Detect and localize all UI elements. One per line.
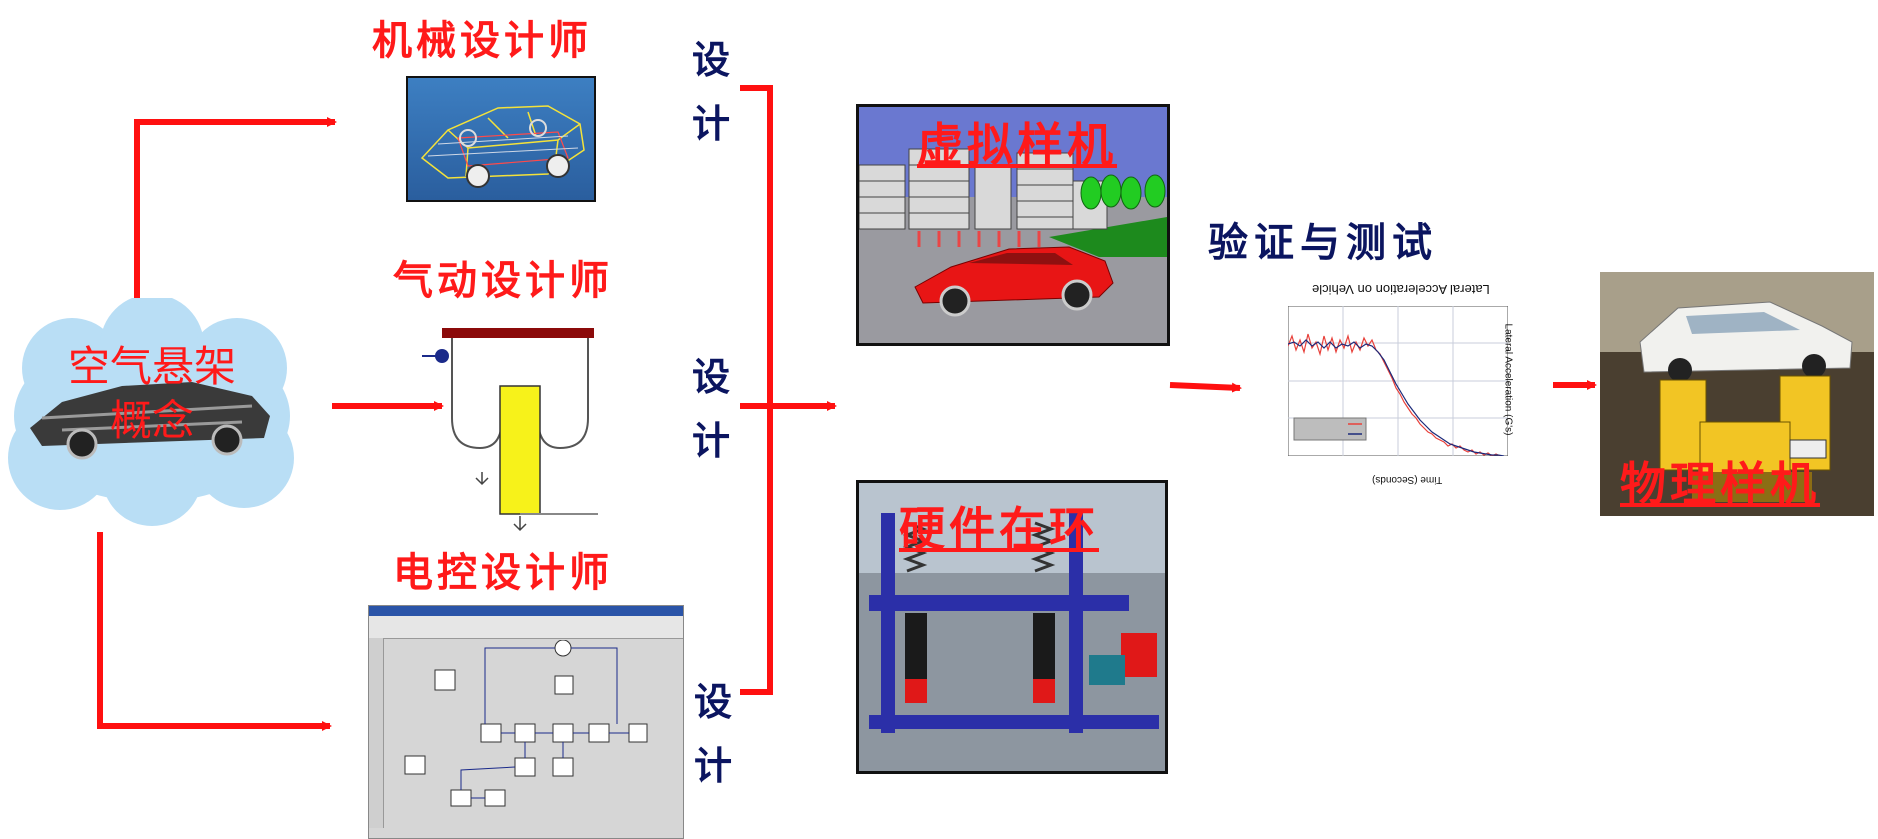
cloud-shape bbox=[8, 294, 294, 526]
chart-plot bbox=[1288, 306, 1508, 456]
design-bracket bbox=[740, 85, 773, 695]
concept-label: 空气悬架 概念 bbox=[32, 340, 272, 448]
physical-rig-scene bbox=[1600, 272, 1874, 516]
physical-prototype-image: 物理样机 bbox=[1600, 272, 1874, 516]
lateral-acceleration-chart: Lateral Acceleration on Vehicle Time (Se… bbox=[1268, 278, 1558, 496]
design-label-bottom: 设 计 bbox=[693, 679, 732, 788]
series-model bbox=[1288, 339, 1505, 456]
block-diagram bbox=[404, 640, 648, 807]
virtual-prototype-label: 虚拟样机 bbox=[917, 118, 1117, 172]
simulink-screenshot bbox=[368, 605, 684, 839]
wireframe-car-icon bbox=[420, 105, 585, 188]
arrow-to-electronic bbox=[97, 532, 332, 731]
chart-x-label: Time (Seconds) bbox=[1372, 474, 1443, 485]
verification-label: 验证与测试 bbox=[1208, 219, 1438, 266]
screenshot-menubar bbox=[369, 616, 683, 639]
screenshot-toolbar bbox=[369, 638, 384, 828]
legend-box bbox=[1293, 417, 1367, 441]
series-measured bbox=[1288, 333, 1501, 456]
hil-rig-image: 硬件在环 bbox=[856, 480, 1168, 774]
hil-label: 硬件在环 bbox=[899, 502, 1099, 556]
electronic-designer-label: 电控设计师 bbox=[393, 549, 613, 596]
hil-rig-scene bbox=[859, 483, 1165, 771]
red-sports-car bbox=[914, 246, 1114, 317]
chart-title: Lateral Acceleration on Vehicle bbox=[1312, 282, 1490, 297]
concept-cloud: 空气悬架 概念 bbox=[2, 294, 302, 528]
arrow-to-mechanical bbox=[134, 117, 337, 298]
pneumatic-designer-label: 气动设计师 bbox=[393, 257, 613, 304]
screenshot-titlebar bbox=[369, 606, 683, 616]
virtual-prototype-image: 虚拟样机 bbox=[856, 104, 1170, 346]
white-sedan bbox=[1639, 301, 1853, 382]
concept-line-1: 空气悬架 bbox=[67, 342, 236, 391]
design-label-middle: 设 计 bbox=[691, 354, 730, 463]
physical-prototype-label: 物理样机 bbox=[1620, 457, 1820, 511]
arrow-to-verification bbox=[1169, 382, 1242, 393]
car-sketch bbox=[30, 382, 270, 460]
design-label-top: 设 计 bbox=[691, 37, 730, 146]
mechanical-designer-label: 机械设计师 bbox=[372, 17, 592, 64]
concept-line-2: 概念 bbox=[109, 396, 194, 445]
chart-y-label: Lateral Acceleration (G's) bbox=[1502, 323, 1514, 436]
mechanical-cad-image bbox=[406, 76, 596, 202]
virtual-scene bbox=[859, 107, 1167, 343]
air-spring-schematic bbox=[422, 328, 598, 532]
